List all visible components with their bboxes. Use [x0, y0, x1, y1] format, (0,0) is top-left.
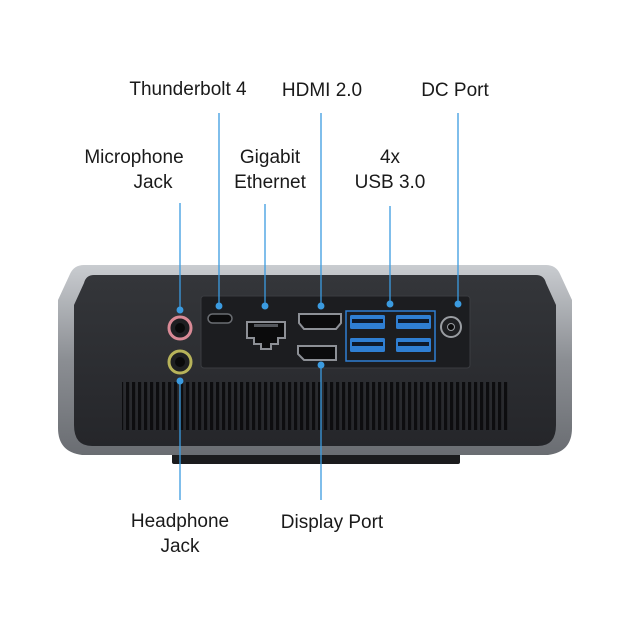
label-headphone-jack: Headphone Jack — [112, 509, 248, 559]
vent-grille — [122, 382, 508, 430]
label-thunderbolt: Thunderbolt 4 — [129, 79, 247, 100]
label-microphone-line1: Microphone — [84, 147, 184, 168]
usb-port-3 — [350, 338, 385, 352]
label-dc-port: DC Port — [421, 80, 489, 101]
label-usb: 4x USB 3.0 — [345, 145, 435, 195]
usb-ports — [345, 310, 436, 362]
callout-headphone — [176, 377, 184, 500]
dc-port — [440, 316, 462, 338]
callout-usb — [386, 206, 394, 308]
microphone-jack — [167, 315, 193, 341]
label-headphone-line2: Jack — [160, 536, 200, 557]
headphone-jack — [167, 349, 193, 375]
usb-port-4 — [396, 338, 431, 352]
callout-displayport — [317, 361, 325, 500]
label-ethernet: Gigabit Ethernet — [222, 145, 318, 195]
hdmi-port — [298, 313, 342, 330]
label-microphone-jack: Microphone Jack — [66, 145, 202, 195]
label-ethernet-line2: Ethernet — [234, 172, 306, 193]
callout-hdmi — [317, 113, 325, 310]
callout-thunderbolt — [215, 113, 223, 310]
label-headphone-line1: Headphone — [130, 511, 230, 532]
callout-ethernet — [261, 204, 269, 310]
label-hdmi: HDMI 2.0 — [281, 80, 363, 101]
displayport-port — [297, 345, 337, 361]
callout-dc — [454, 113, 462, 308]
label-ethernet-line1: Gigabit — [239, 147, 301, 168]
label-displayport: Display Port — [280, 512, 384, 533]
usb-port-2 — [396, 315, 431, 329]
callout-microphone — [176, 203, 184, 314]
usb-port-1 — [350, 315, 385, 329]
label-usb-line1: 4x — [379, 147, 401, 168]
label-usb-line2: USB 3.0 — [354, 172, 426, 193]
label-microphone-line2: Jack — [133, 172, 173, 193]
thunderbolt-port — [207, 313, 233, 324]
ethernet-port — [246, 321, 286, 350]
